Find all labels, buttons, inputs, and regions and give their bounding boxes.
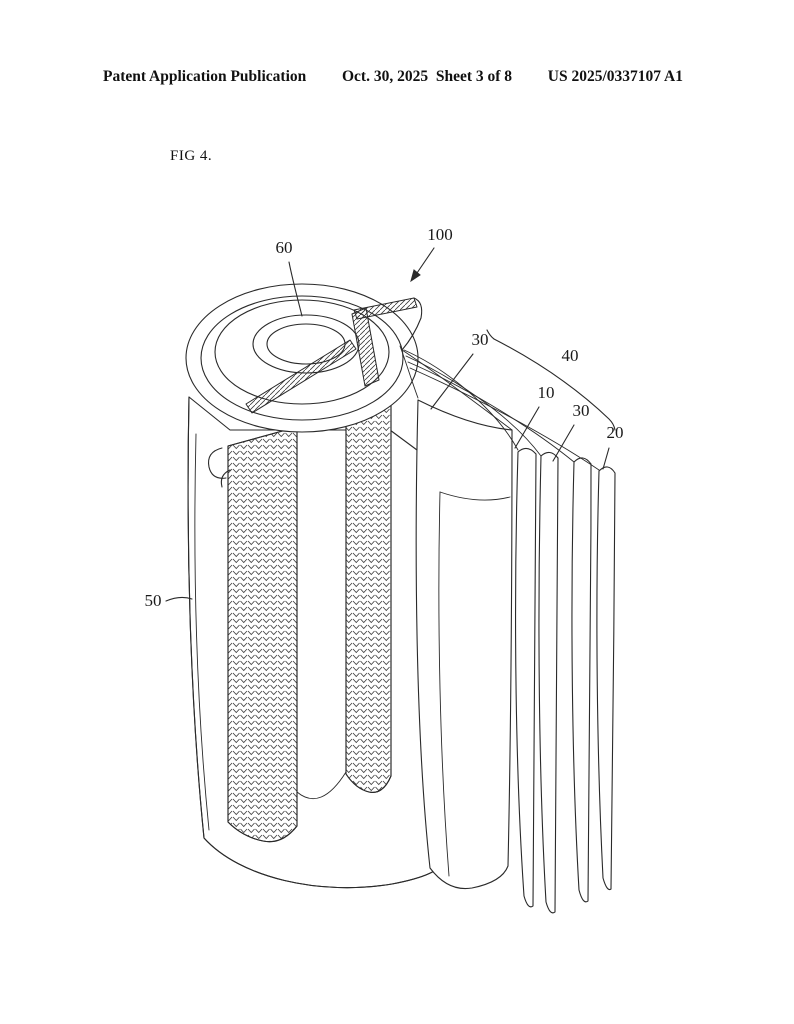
reference-numerals: 100 60 30 40 10 30 20 50: [145, 225, 624, 610]
leader-line-30-top: [430, 353, 474, 410]
header-patent-number: US 2025/0337107 A1: [547, 68, 683, 85]
ref-label-10: 10: [538, 383, 555, 402]
leader-line-50: [165, 596, 193, 602]
leader-line-60: [288, 261, 303, 317]
stack-left-slab: [227, 426, 298, 843]
sheet-20: [596, 466, 616, 891]
leader-line-30-mid: [552, 424, 575, 462]
leader-line-10: [514, 406, 540, 449]
header-date-sheet: Oct. 30, 2025 Sheet 3 of 8: [341, 68, 513, 85]
sheet-inner-top-arc: [439, 491, 511, 501]
sheet-30-inner-large: [415, 399, 513, 890]
sheet-pair-right: [538, 451, 559, 914]
sweep-curve-6: [401, 349, 513, 431]
stack-right-slab: [345, 378, 392, 793]
sweep-curve-5: [399, 345, 419, 399]
sheet-pair-left: [515, 447, 537, 908]
figure-caption: FIG 4.: [170, 148, 213, 164]
ref-label-100: 100: [427, 225, 453, 244]
sheet-30-outer: [571, 457, 592, 903]
cap-rim-inner-ellipse: [214, 299, 390, 405]
can-body-fill: [187, 396, 445, 889]
cap-rim-middle-ellipse: [200, 295, 404, 421]
can-inner-wall-line: [194, 433, 210, 831]
ref-label-30-top: 30: [472, 330, 489, 349]
leader-line-20: [602, 447, 610, 470]
center-tube-bottom-arc: [296, 771, 347, 800]
unwound-layers: [415, 399, 616, 914]
cap-section-plate: [245, 339, 357, 414]
ref-label-40: 40: [562, 346, 579, 365]
cap-top-plate: [353, 297, 418, 320]
header-publication: Patent Application Publication: [103, 68, 307, 85]
ref-label-60: 60: [276, 238, 293, 257]
can-outline: [187, 396, 445, 889]
leader-arrow-100: [416, 247, 435, 274]
layer-sweep-curves: [399, 345, 600, 471]
ref-label-20: 20: [607, 423, 624, 442]
cap-crimp-curl-lower: [220, 469, 231, 488]
cap-rim-right-edge: [401, 297, 423, 351]
battery-can: [187, 396, 445, 889]
bracket-40: [486, 329, 616, 431]
sheet-inner-edge-line: [438, 491, 450, 877]
ref-label-30-mid: 30: [573, 401, 590, 420]
cap-crimp-curl-upper: [207, 447, 227, 479]
ref-label-50: 50: [145, 591, 162, 610]
patent-header: Patent Application Publication Oct. 30, …: [0, 68, 794, 86]
leader-arrowhead-100: [410, 269, 421, 283]
sweep-curve-3: [407, 361, 575, 463]
cap-assembly: [185, 283, 423, 488]
sweep-curve-4: [409, 367, 600, 471]
